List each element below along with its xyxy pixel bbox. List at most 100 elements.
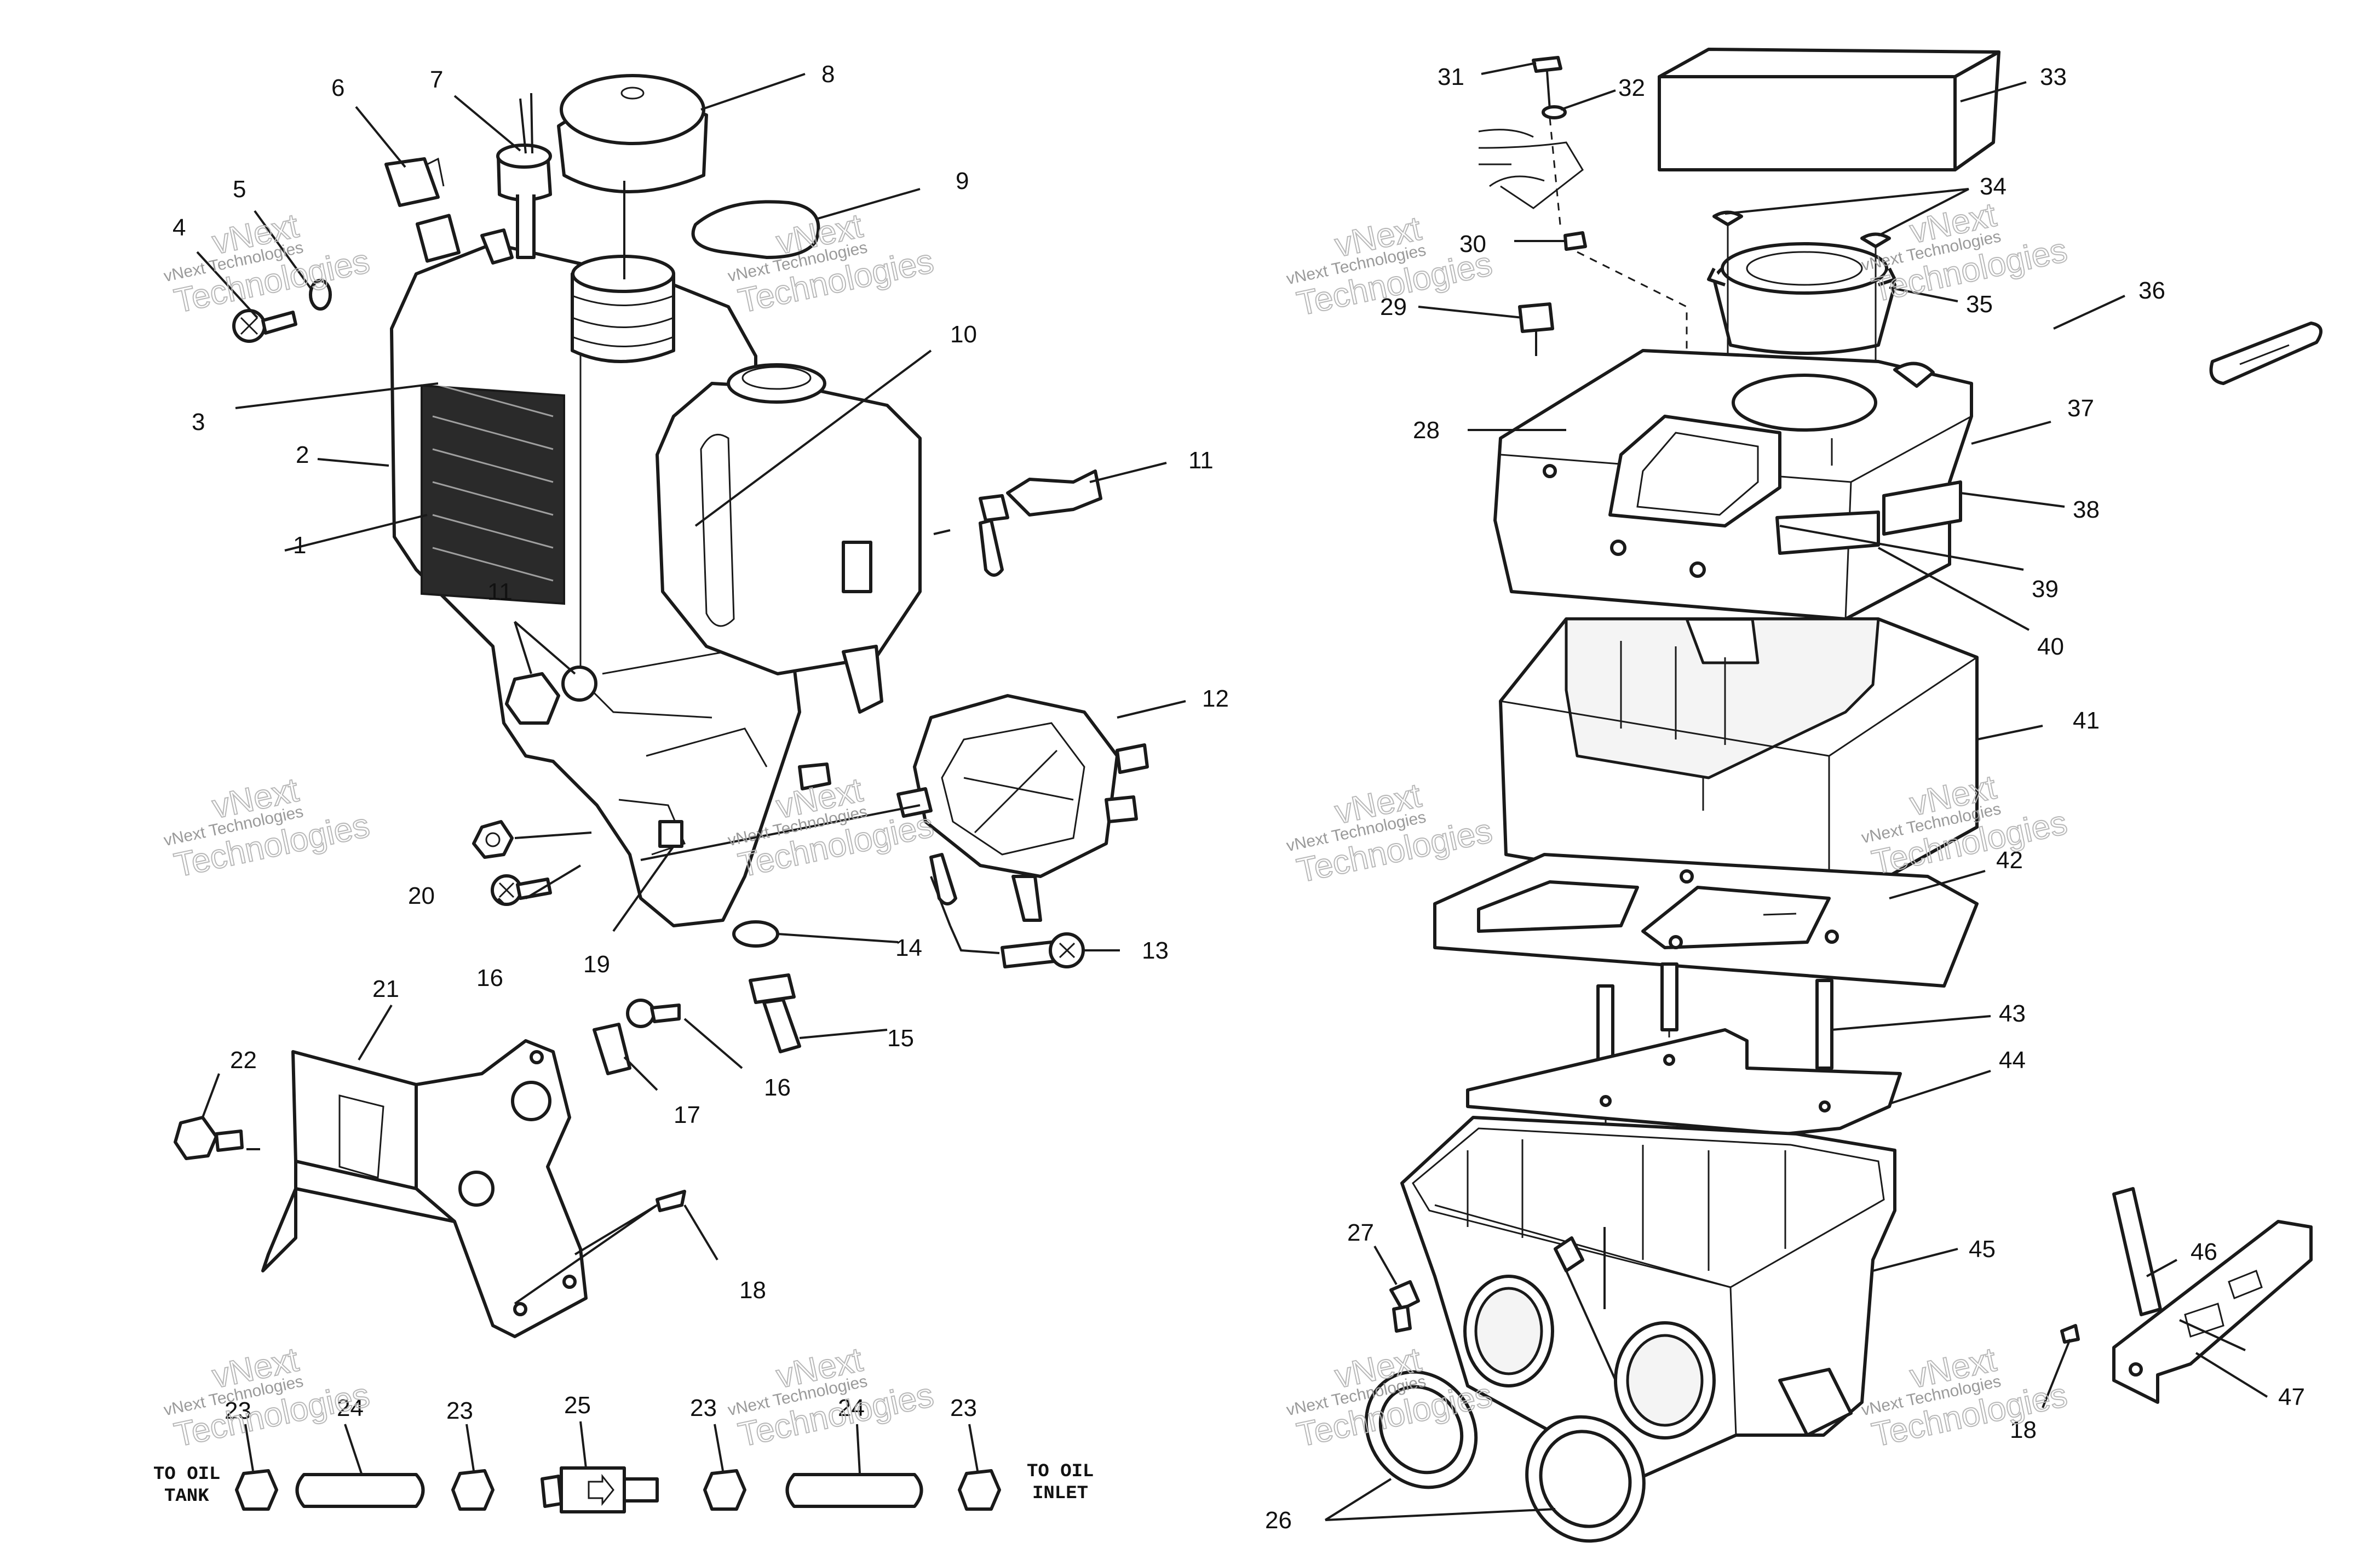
to-oil-tank-line2: TANK (164, 1486, 209, 1507)
callout-2: 2 (296, 441, 309, 468)
bracket-nut (472, 820, 514, 859)
tank-clip (384, 157, 440, 207)
callout-25: 25 (564, 1392, 591, 1419)
air-box-cover (1493, 349, 1973, 621)
callout-24: 24 (337, 1395, 364, 1421)
callout-23: 23 (950, 1395, 977, 1421)
callout-1: 1 (293, 532, 306, 559)
grommet (732, 920, 779, 948)
callout-41: 41 (2073, 707, 2100, 734)
callout-26: 26 (1265, 1507, 1292, 1534)
air-box-gasket (1433, 853, 1979, 988)
callout-31: 31 (1438, 64, 1464, 90)
callout-32: 32 (1618, 74, 1645, 101)
callout-10: 10 (950, 321, 977, 348)
air-box-base (1400, 1116, 1896, 1481)
callout-16: 16 (764, 1074, 791, 1101)
pump-bolt (1001, 932, 1085, 968)
callout-38: 38 (2073, 496, 2100, 523)
oil-tank-cap (557, 74, 708, 193)
callout-9: 9 (956, 168, 969, 194)
callout-34: 34 (1980, 173, 2007, 200)
callout-37: 37 (2067, 395, 2094, 422)
callout-43: 43 (1999, 1000, 2026, 1027)
callout-46: 46 (2191, 1238, 2217, 1265)
callout-24: 24 (838, 1395, 865, 1421)
callout-3: 3 (192, 409, 205, 435)
bracket-screw (491, 874, 552, 906)
screw-stack (1478, 56, 1688, 438)
intake-elbow (1707, 210, 1896, 394)
callout-12: 12 (1202, 685, 1229, 712)
callout-18: 18 (739, 1277, 766, 1304)
callout-5: 5 (233, 176, 246, 203)
callout-44: 44 (1999, 1047, 2026, 1074)
callout-numbers: 1 2 3 4 5 6 7 8 9 10 11 11 12 13 14 15 1… (173, 61, 2305, 1534)
leader-lines (196, 62, 2268, 1521)
callout-17: 17 (674, 1102, 700, 1128)
screw-and-washer (232, 279, 332, 343)
callout-11: 11 (487, 578, 513, 605)
callout-4: 4 (173, 214, 186, 241)
callout-21: 21 (372, 976, 399, 1002)
callout-30: 30 (1459, 231, 1486, 257)
foam-filter-element (1499, 617, 1979, 911)
to-oil-inlet-line2: INLET (1032, 1483, 1088, 1504)
callout-8: 8 (821, 61, 835, 88)
callout-39: 39 (2032, 576, 2059, 603)
callout-14: 14 (895, 934, 922, 961)
callout-20: 20 (408, 882, 435, 909)
oil-reservoir (656, 382, 922, 675)
callout-22: 22 (230, 1047, 257, 1074)
level-sender (496, 93, 552, 259)
outlet-fitting (749, 973, 801, 1053)
clip-screw (626, 999, 681, 1028)
foam-filter-block (1658, 48, 2000, 171)
callout-35: 35 (1966, 291, 1993, 318)
oil-line-row (235, 1466, 1001, 1513)
callout-16: 16 (476, 965, 503, 991)
callout-15: 15 (887, 1025, 914, 1052)
line-destination-tags: TO OIL TANK TO OIL INLET (153, 1461, 1094, 1507)
to-oil-inlet-line1: TO OIL (1027, 1461, 1094, 1482)
cable-tie (656, 1190, 686, 1212)
drain-valve (979, 469, 1102, 577)
hose-clip (593, 1023, 631, 1075)
callout-13: 13 (1142, 937, 1169, 964)
tank-grille (421, 384, 565, 605)
callout-40: 40 (2037, 633, 2064, 660)
callout-29: 29 (1380, 294, 1407, 320)
intake-seals (1364, 1370, 1646, 1543)
oil-pump (896, 694, 1149, 922)
callout-6: 6 (331, 74, 344, 101)
callout-42: 42 (1996, 847, 2023, 874)
callout-28: 28 (1413, 417, 1440, 444)
callout-36: 36 (2138, 277, 2165, 304)
callout-19: 19 (583, 951, 610, 978)
callout-23: 23 (690, 1395, 717, 1421)
callout-27: 27 (1347, 1219, 1374, 1246)
callout-45: 45 (1969, 1236, 1996, 1263)
callout-23: 23 (225, 1397, 251, 1424)
callout-23: 23 (446, 1397, 473, 1424)
tank-bracket (261, 1039, 588, 1338)
callout-18: 18 (2010, 1417, 2037, 1443)
baffle-plate (1466, 1028, 1902, 1136)
callout-47: 47 (2278, 1384, 2305, 1410)
callout-11: 11 (1188, 447, 1214, 474)
flange-bolt (174, 1116, 244, 1160)
callout-33: 33 (2040, 64, 2067, 90)
drain-fitting (1389, 1280, 1420, 1333)
air-box-bracket (2060, 1187, 2313, 1404)
cap-seal (691, 200, 820, 259)
callout-7: 7 (430, 66, 443, 93)
